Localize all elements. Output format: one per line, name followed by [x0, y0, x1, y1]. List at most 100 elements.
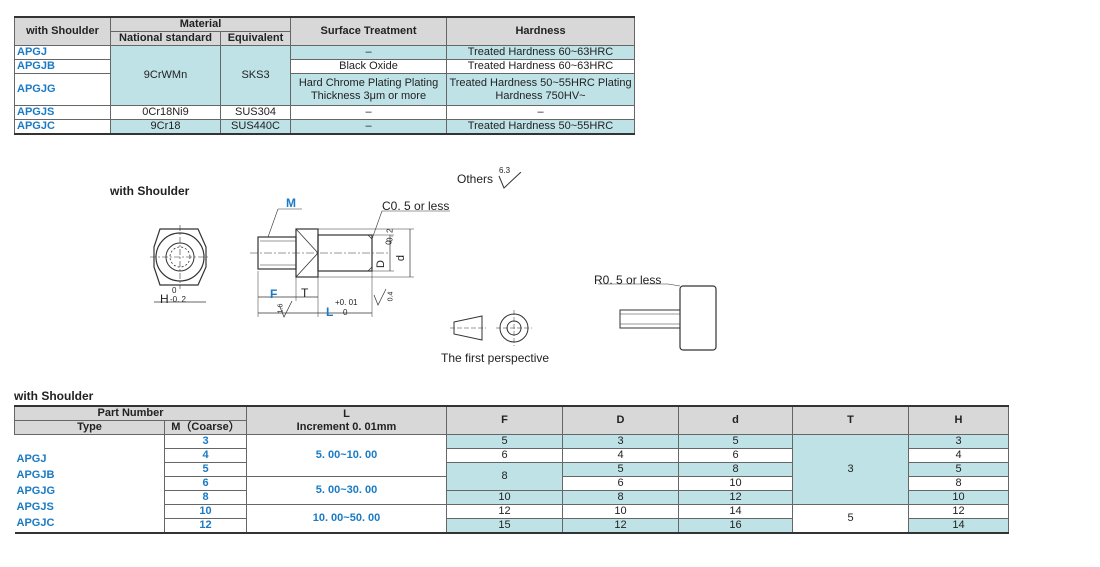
type-item: APGJC: [16, 517, 55, 529]
l-range-cell: 5. 00~30. 00: [246, 476, 447, 505]
tol-h-lower: -0. 2: [170, 295, 187, 304]
table-row: APGJB Black Oxide Treated Hardness 60~63…: [14, 59, 636, 74]
surface-cell: Black Oxide: [290, 59, 448, 74]
d-cell: 5: [678, 434, 793, 449]
hardness-cell: Treated Hardness 60~63HRC: [446, 45, 636, 60]
type-cell: APGJC: [14, 119, 111, 135]
tol-h-upper: 0: [172, 286, 177, 295]
D-cell: 8: [562, 490, 679, 505]
m-cell: 8: [164, 490, 247, 505]
type-list: APGJ APGJB APGJG APGJS APGJC: [14, 434, 165, 534]
others-roughness: 6.3: [499, 166, 511, 175]
hardness-cell: Treated Hardness 60~63HRC: [446, 59, 636, 74]
type-cell: APGJG: [14, 73, 111, 106]
type-cell: APGJB: [14, 59, 111, 74]
isometric-view-icon: [598, 283, 717, 351]
label-d-upper: D: [374, 260, 387, 268]
side-view-icon: [250, 208, 450, 318]
header-equivalent: Equivalent: [219, 31, 292, 46]
end-view-icon: [150, 225, 210, 289]
header-surface: Surface Treatment: [290, 16, 448, 46]
tol-d-lower: -0. 2: [385, 228, 395, 245]
m-cell: 12: [164, 518, 247, 534]
f-cell: 5: [446, 434, 563, 449]
header-hardness: Hardness: [446, 16, 636, 46]
header-material: Material: [109, 16, 292, 32]
f-cell: 12: [446, 504, 563, 519]
table-row: APGJC 9Cr18 SUS440C – Treated Hardness 5…: [14, 119, 636, 135]
type-item: APGJB: [16, 469, 55, 481]
surface-cell: Hard Chrome Plating Plating Thickness 3μ…: [290, 73, 448, 106]
h-cell: 10: [908, 490, 1009, 505]
header-h: H: [908, 405, 1009, 435]
table-row: 10 10. 00~50. 00 12 10 14 5 12: [15, 504, 1009, 534]
D-cell: 3: [562, 434, 679, 449]
d-cell: 12: [678, 490, 793, 505]
surface-cell: –: [290, 45, 448, 60]
national-cell: 9Cr18: [110, 119, 221, 135]
d-cell: 10: [678, 476, 793, 491]
m-cell: 5: [164, 462, 247, 477]
header-national: National standard: [110, 31, 221, 46]
type-cell: APGJ: [14, 45, 111, 60]
equivalent-cell: SUS304: [219, 105, 292, 120]
table-row: 6 5. 00~30. 00 6 10 8: [15, 476, 1009, 505]
f-cell: 15: [446, 518, 563, 534]
D-cell: 4: [562, 448, 679, 463]
tol-l-lower: 0: [343, 308, 348, 317]
header-m: M（Coarse）: [164, 420, 247, 435]
national-cell: 9CrWMn: [110, 45, 221, 106]
h-cell: 14: [908, 518, 1009, 534]
header-d-lower: d: [678, 405, 793, 435]
type-cell: APGJS: [14, 105, 111, 120]
others-label: Others: [457, 172, 494, 186]
l-range-cell: 5. 00~10. 00: [246, 434, 447, 477]
m-cell: 6: [164, 476, 247, 491]
t-cell: 3: [792, 434, 909, 505]
hardness-cell: Treated Hardness 50~55HRC Plating Hardne…: [446, 73, 636, 106]
m-cell: 3: [164, 434, 247, 449]
h-cell: 8: [908, 476, 1009, 491]
tol-l-upper: +0. 01: [335, 298, 358, 307]
roughness-small2: 0.4: [387, 291, 395, 302]
d-cell: 6: [678, 448, 793, 463]
dim-section-title: with Shoulder: [14, 389, 94, 403]
type-item: APGJG: [16, 485, 56, 497]
first-perspective-icon: [450, 310, 532, 346]
national-cell: 0Cr18Ni9: [110, 105, 221, 120]
header-l-sub: Increment 0. 01mm: [296, 420, 397, 433]
label-f: F: [270, 287, 278, 301]
h-cell: 4: [908, 448, 1009, 463]
header-d-upper: D: [562, 405, 679, 435]
header-l-label: L: [343, 407, 350, 420]
roughness-small: 1.6: [277, 303, 285, 314]
surface-cell: –: [290, 105, 448, 120]
m-cell: 4: [164, 448, 247, 463]
surface-cell: –: [290, 119, 448, 135]
chamfer-label: C0. 5 or less: [382, 199, 450, 213]
f-cell: 10: [446, 490, 563, 505]
equivalent-cell: SKS3: [219, 45, 292, 106]
label-d-lower: d: [395, 254, 408, 262]
table-row: APGJS 0Cr18Ni9 SUS304 – –: [14, 105, 636, 120]
hardness-cell: –: [446, 105, 636, 120]
t-cell: 5: [792, 504, 909, 534]
table-row: APGJG Hard Chrome Plating Plating Thickn…: [14, 73, 636, 106]
d-cell: 16: [678, 518, 793, 534]
material-table: with Shoulder Material Surface Treatment…: [14, 16, 636, 135]
D-cell: 12: [562, 518, 679, 534]
h-cell: 5: [908, 462, 1009, 477]
type-item: APGJS: [16, 501, 54, 513]
table-row: APGJ APGJB APGJG APGJS APGJC 3 5. 00~10.…: [14, 434, 1009, 534]
header-f: F: [446, 405, 563, 435]
d-cell: 14: [678, 504, 793, 519]
h-cell: 3: [908, 434, 1009, 449]
dimension-h-icon: [154, 301, 206, 303]
drawing-title: with Shoulder: [110, 184, 190, 198]
D-cell: 5: [562, 462, 679, 477]
header-part-number: Part Number: [14, 405, 247, 421]
table-row: APGJ 9CrWMn SKS3 – Treated Hardness 60~6…: [14, 45, 636, 106]
table-row: 8 10 8 12 10: [15, 490, 1009, 505]
